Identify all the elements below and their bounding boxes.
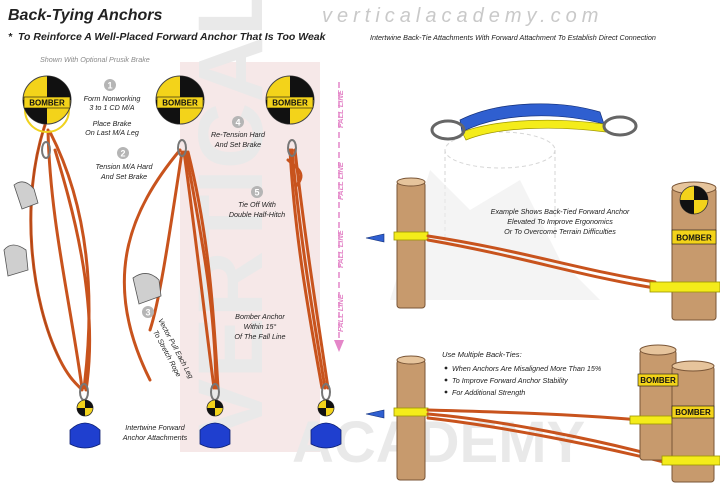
elevated-backtie-example: BOMBER Example Shows Back-Tied Forward A… bbox=[365, 177, 720, 321]
multiple-item-3: For Additional Strength bbox=[452, 388, 525, 397]
page-subtitle: To Reinforce A Well-Placed Forward Ancho… bbox=[18, 31, 327, 43]
glove-icon-2 bbox=[3, 244, 29, 277]
step-2-line-2: And Set Brake bbox=[100, 172, 147, 181]
step-2-line-1: Tension M/A Hard bbox=[96, 162, 154, 171]
bomber-label-2: BOMBER bbox=[162, 99, 198, 108]
bomber-within-note: Bomber Anchor Within 15° Of The Fall Lin… bbox=[234, 312, 285, 341]
step-1-number: 1 bbox=[107, 81, 112, 91]
multiple-item-1: When Anchors Are Misaligned More Than 15… bbox=[452, 364, 602, 373]
step-4-number: 4 bbox=[235, 118, 240, 128]
step-4: 4 Re-Tension Hard And Set Brake bbox=[211, 116, 266, 149]
step-5-number: 5 bbox=[254, 188, 259, 198]
carabiner-icon-left bbox=[430, 119, 466, 141]
step-4-line-2: And Set Brake bbox=[214, 140, 261, 149]
intertwine-forward-note: Intertwine Forward Anchor Attachments bbox=[122, 423, 188, 442]
bomber-within-line-3: Of The Fall Line bbox=[234, 332, 285, 341]
step-5-line-2: Double Half-Hitch bbox=[229, 210, 285, 219]
step-5: 5 Tie Off With Double Half-Hitch bbox=[229, 186, 285, 219]
bomber-label-1: BOMBER bbox=[29, 99, 65, 108]
step-5-line-1: Tie Off With bbox=[238, 200, 276, 209]
fall-line: FALL LINE FALL LINE FALL LINE FALL LINE bbox=[334, 82, 345, 352]
elevated-line-2: Elevated To Improve Ergonomics bbox=[507, 217, 613, 226]
bomber-label-4: BOMBER bbox=[676, 234, 712, 243]
page-title: Back-Tying Anchors bbox=[8, 7, 163, 24]
multiple-title: Use Multiple Back-Ties: bbox=[442, 350, 522, 359]
anchor-system-3: BOMBER bbox=[265, 75, 342, 449]
elevated-line-3: Or To Overcome Terrain Difficulties bbox=[504, 227, 616, 236]
webbing-detail bbox=[430, 103, 638, 141]
step-1: 1 Form Nonworking 3 to 1 CD M/A Place Br… bbox=[84, 79, 141, 137]
bomber-label-6: BOMBER bbox=[675, 408, 711, 417]
step-3-number: 3 bbox=[145, 308, 150, 318]
elevated-line-1: Example Shows Back-Tied Forward Anchor bbox=[491, 207, 630, 216]
hand-icon bbox=[132, 273, 162, 305]
step-1-line-2: 3 to 1 CD M/A bbox=[89, 103, 134, 112]
multiple-backtie-example: BOMBER BOMBER Use Multiple Back-Ties: Wh… bbox=[365, 344, 720, 483]
anchor-system-2: BOMBER bbox=[122, 75, 231, 449]
carabiner-icon-right bbox=[602, 115, 638, 137]
step-1-line-4: On Last M/A Leg bbox=[85, 128, 139, 137]
bomber-sign-6: BOMBER bbox=[671, 405, 715, 419]
bomber-sign-4: BOMBER bbox=[671, 185, 717, 245]
backtie-instruction: Intertwine Back-Tie Attachments With For… bbox=[370, 33, 656, 42]
carabiner-icon bbox=[41, 141, 51, 159]
fall-line-label-3: FALL LINE bbox=[336, 229, 345, 268]
bomber-within-line-1: Bomber Anchor bbox=[235, 312, 285, 321]
step-2-number: 2 bbox=[120, 149, 125, 159]
anchor-system-1: BOMBER bbox=[3, 75, 101, 449]
bomber-within-line-2: Within 15° bbox=[244, 322, 277, 331]
bomber-sign-3: BOMBER bbox=[265, 75, 315, 125]
step-1-line-3: Place Brake bbox=[93, 119, 132, 128]
bomber-label-5: BOMBER bbox=[640, 376, 676, 385]
intertwine-forward-line-2: Anchor Attachments bbox=[122, 433, 188, 442]
step-2: 2 Tension M/A Hard And Set Brake bbox=[96, 147, 154, 181]
step-1-line-1: Form Nonworking bbox=[84, 94, 141, 103]
subtitle-star: * bbox=[8, 31, 13, 43]
watermark: VERTICAL ACADEMY bbox=[180, 0, 600, 475]
rigging-plate-icon bbox=[69, 422, 101, 449]
optional-prusik-note: Shown With Optional Prusik Brake bbox=[40, 55, 150, 64]
brand-url: verticalacademy.com bbox=[322, 5, 603, 27]
multiple-item-2: To Improve Forward Anchor Stability bbox=[452, 376, 568, 385]
bomber-sign-2: BOMBER bbox=[155, 75, 205, 125]
bomber-sign-1: BOMBER bbox=[22, 75, 72, 125]
intertwine-forward-line-1: Intertwine Forward bbox=[125, 423, 186, 432]
glove-icon bbox=[13, 181, 39, 210]
bomber-sign-5: BOMBER bbox=[637, 373, 679, 387]
fall-line-label-4: FALL LINE bbox=[336, 293, 345, 332]
fall-line-label-2: FALL LINE bbox=[336, 161, 345, 200]
bomber-label-3: BOMBER bbox=[272, 99, 308, 108]
fall-line-label-1: FALL LINE bbox=[336, 89, 345, 128]
step-4-line-1: Re-Tension Hard bbox=[211, 130, 266, 139]
